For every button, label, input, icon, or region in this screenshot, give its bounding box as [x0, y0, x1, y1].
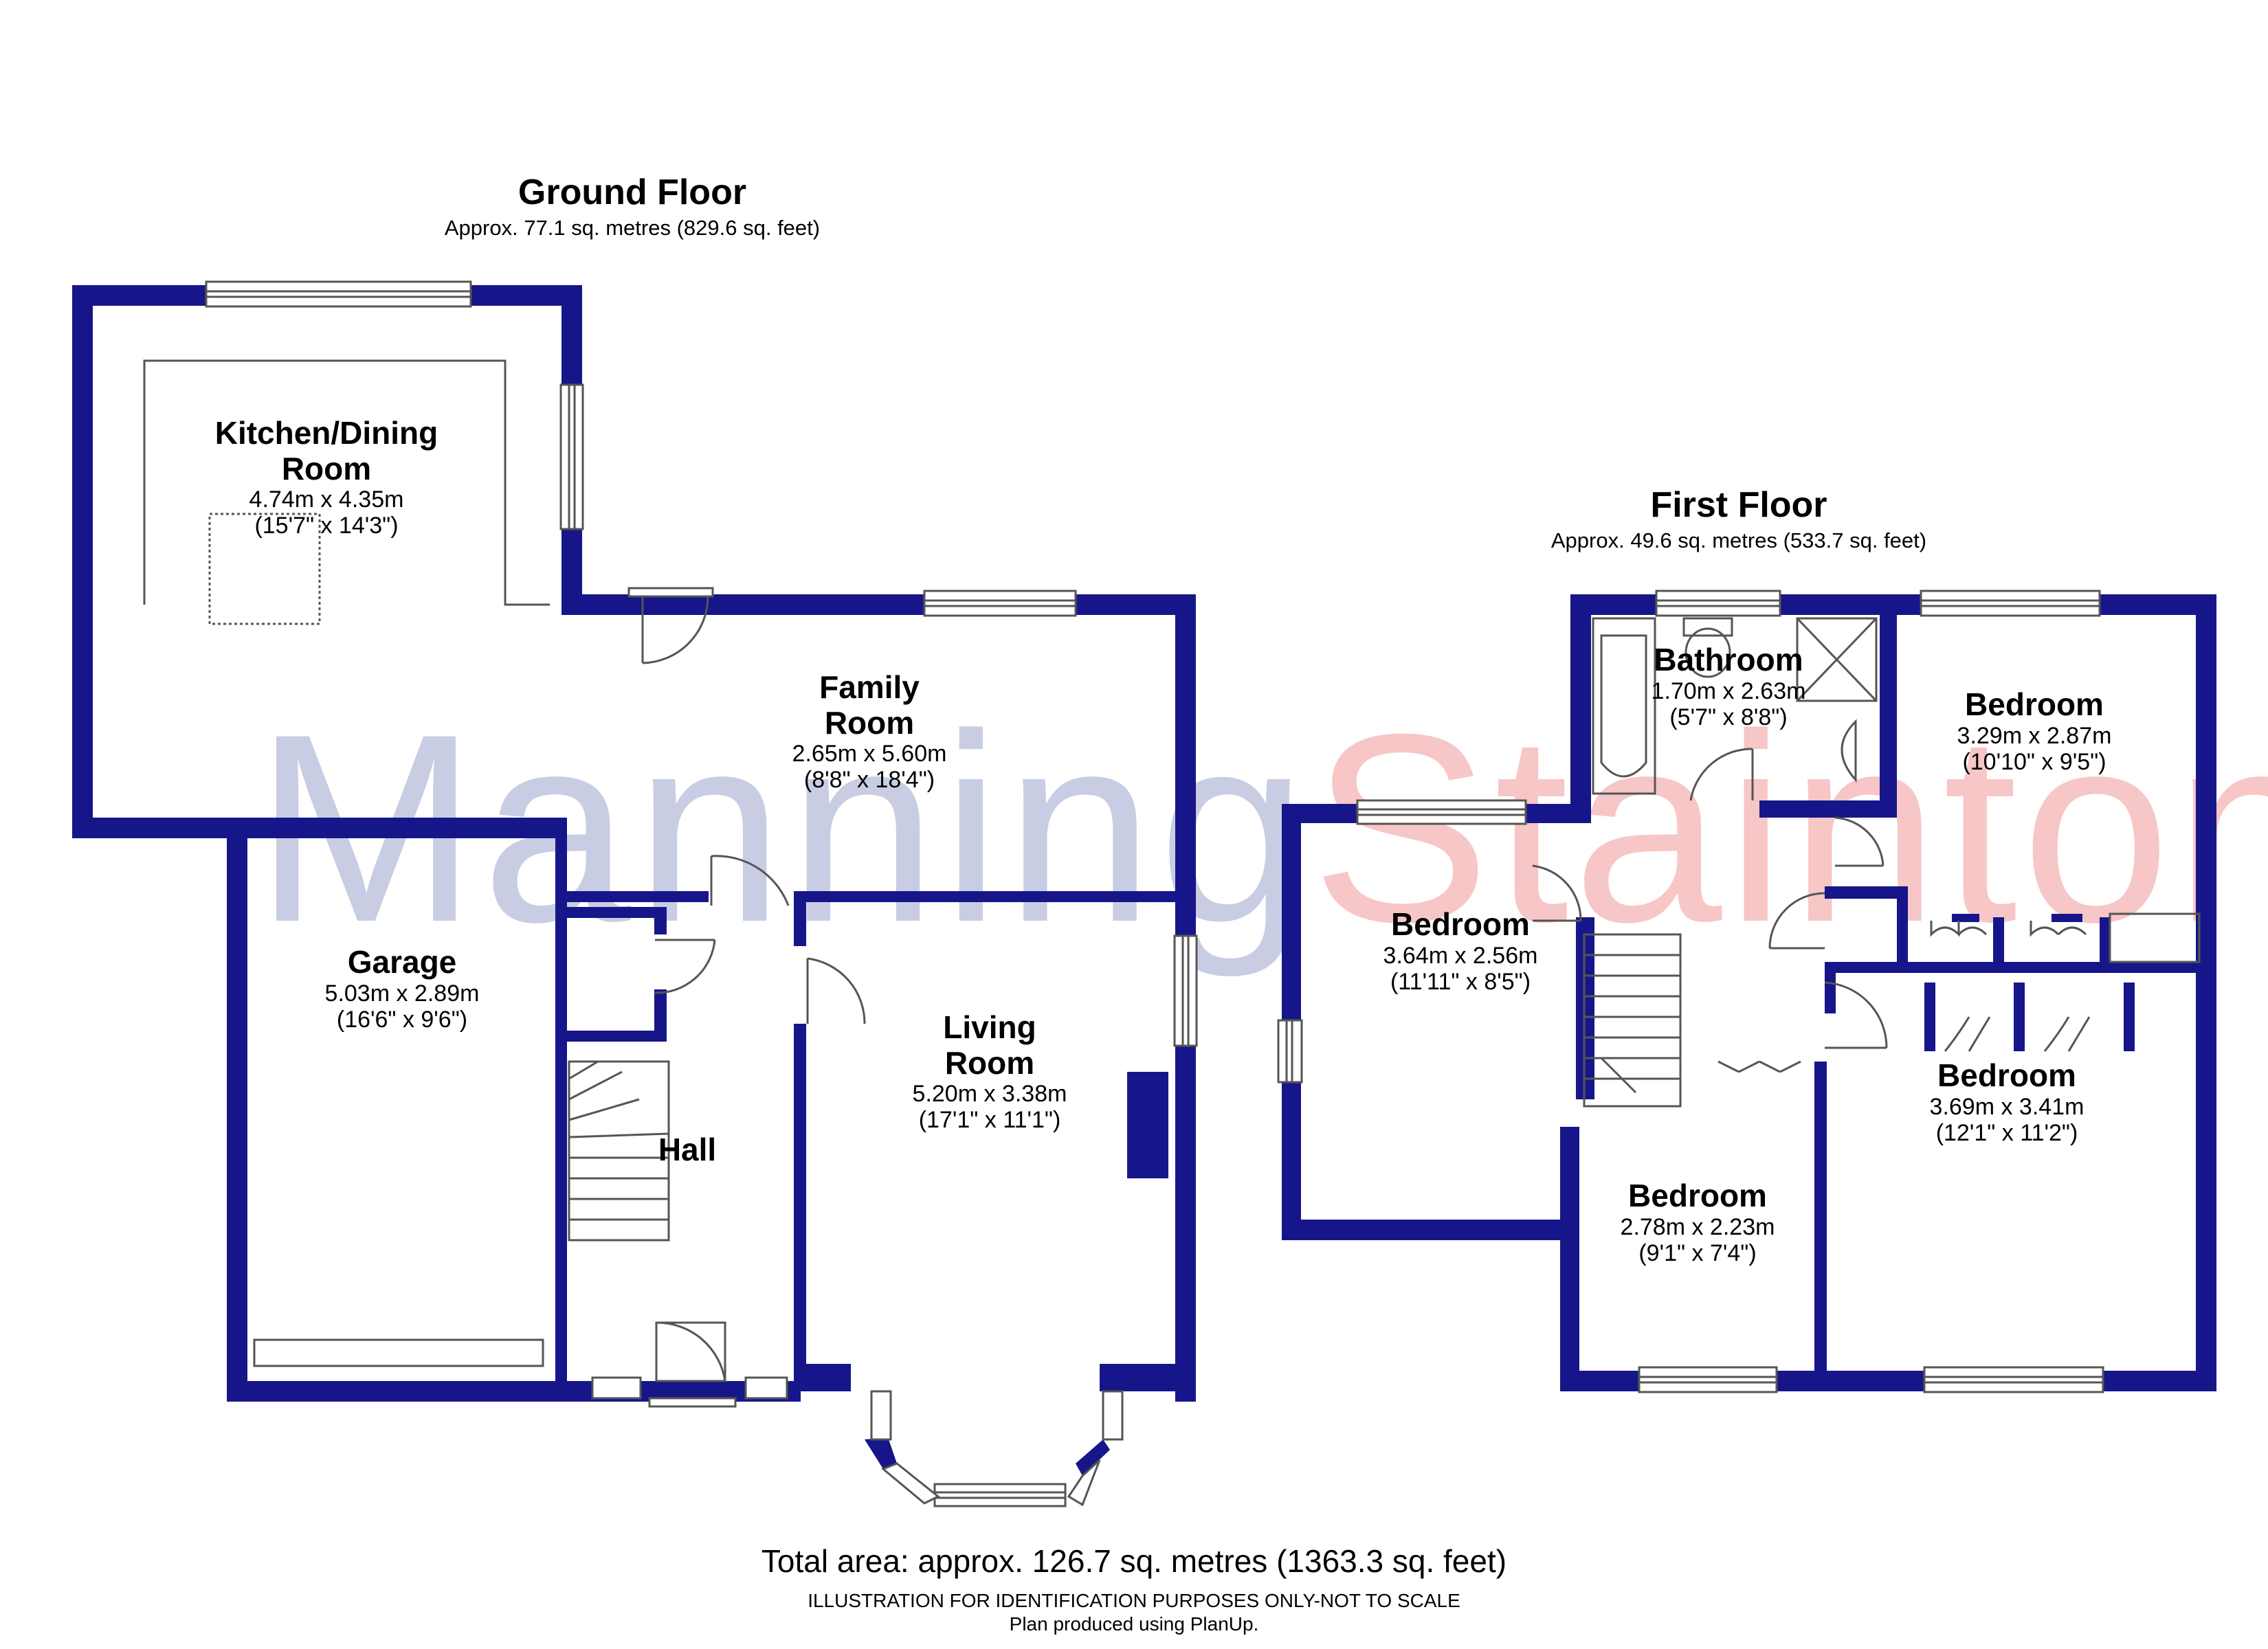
room-name: Kitchen/Dining Room [214, 415, 438, 486]
room-imperial: (5'7" x 8'8") [1669, 704, 1788, 730]
first-floor-name: First Floor [1650, 485, 1827, 525]
room-imperial: (17'1" x 11'1") [918, 1107, 1061, 1134]
room-metric: 5.20m x 3.38m [912, 1081, 1067, 1108]
room-name: Living Room [943, 1009, 1036, 1081]
room-label-bedroom-se: Bedroom 3.69m x 3.41m (12'1" x 11'2") [1876, 1057, 2137, 1146]
room-name: Bedroom [1628, 1178, 1767, 1213]
ground-floor-area: Approx. 77.1 sq. metres (829.6 sq. feet) [444, 216, 821, 240]
first-floor-area: Approx. 49.6 sq. metres (533.7 sq. feet) [1550, 528, 1927, 552]
room-imperial: (11'11" x 8'5") [1390, 968, 1531, 995]
first-floor-title: First Floor Approx. 49.6 sq. metres (533… [1533, 484, 1945, 553]
room-metric: 5.03m x 2.89m [324, 980, 480, 1007]
room-metric: 4.74m x 4.35m [249, 486, 404, 513]
room-label-bedroom-s: Bedroom 2.78m x 2.23m (9'1" x 7'4") [1581, 1178, 1814, 1266]
room-metric: 3.69m x 3.41m [1929, 1093, 2084, 1120]
ground-floor-name: Ground Floor [518, 172, 747, 212]
room-name: Bedroom [1937, 1057, 2076, 1093]
room-imperial: (9'1" x 7'4") [1638, 1239, 1757, 1266]
ground-floor-fixtures [143, 280, 1198, 1507]
room-name: Garage [347, 944, 457, 980]
total-area: Total area: approx. 126.7 sq. metres (13… [761, 1543, 1507, 1579]
disclaimer: ILLUSTRATION FOR IDENTIFICATION PURPOSES… [808, 1590, 1460, 1611]
plan-credit: Plan produced using PlanUp. [1009, 1613, 1259, 1635]
room-imperial: (16'6" x 9'6") [336, 1006, 468, 1033]
room-imperial: (8'8" x 18'4") [803, 767, 935, 794]
ground-floor-plan [72, 280, 1198, 1507]
room-label-living: Living Room 5.20m x 3.38m (17'1" x 11'1"… [849, 1009, 1131, 1134]
room-imperial: (12'1" x 11'2") [1935, 1119, 2078, 1146]
room-label-bathroom: Bathroom 1.70m x 2.63m (5'7" x 8'8") [1612, 642, 1845, 730]
room-label-kitchen: Kitchen/Dining Room 4.74m x 4.35m (15'7"… [182, 415, 471, 539]
first-floor-walls [1282, 594, 2216, 1391]
room-name: Bathroom [1654, 642, 1803, 677]
room-metric: 3.64m x 2.56m [1383, 942, 1538, 969]
room-label-family: Family Room 2.65m x 5.60m (8'8" x 18'4") [718, 669, 1021, 794]
room-metric: 2.78m x 2.23m [1620, 1213, 1775, 1240]
room-metric: 1.70m x 2.63m [1651, 677, 1806, 704]
first-floor-plan [1277, 590, 2216, 1393]
ground-floor-title: Ground Floor Approx. 77.1 sq. metres (82… [426, 172, 838, 240]
room-imperial: (15'7" x 14'3") [254, 513, 399, 539]
room-name: Family Room [819, 669, 920, 741]
room-name: Bedroom [1965, 686, 2104, 722]
footer: Total area: approx. 126.7 sq. metres (13… [0, 1543, 2268, 1635]
room-name: Hall [658, 1132, 717, 1167]
room-imperial: (10'10" x 9'5") [1962, 748, 2106, 775]
room-metric: 2.65m x 5.60m [792, 741, 947, 767]
room-label-bedroom-ne: Bedroom 3.29m x 2.87m (10'10" x 9'5") [1904, 686, 2165, 775]
room-label-garage: Garage 5.03m x 2.89m (16'6" x 9'6") [265, 944, 540, 1033]
room-label-bedroom-w: Bedroom 3.64m x 2.56m (11'11" x 8'5") [1330, 906, 1591, 995]
watermark: ManningStainton [254, 678, 2268, 979]
room-label-hall: Hall [639, 1132, 735, 1168]
room-name: Bedroom [1391, 906, 1530, 942]
first-floor-fixtures [1277, 590, 2201, 1393]
room-metric: 3.29m x 2.87m [1957, 722, 2112, 749]
svg-text:ManningStainton: ManningStainton [254, 678, 2268, 979]
